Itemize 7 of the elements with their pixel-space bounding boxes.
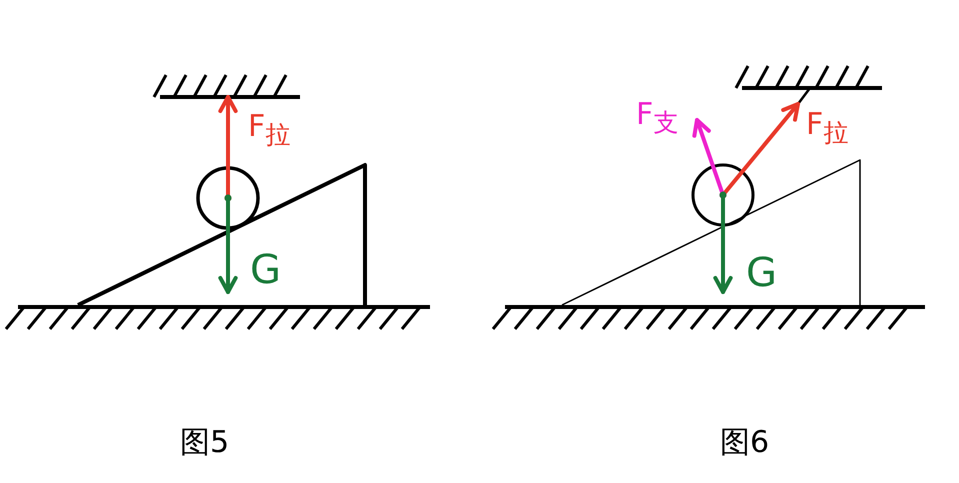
force-label: G [746,253,777,293]
force-label: F$_{支}$ [636,100,678,135]
figure-caption: 图5 [180,428,230,458]
figure-caption: 图6 [720,428,770,458]
force-label: F$_{拉}$ [806,110,848,145]
force-label: G [250,250,281,290]
force-label: F$_{拉}$ [248,112,290,147]
